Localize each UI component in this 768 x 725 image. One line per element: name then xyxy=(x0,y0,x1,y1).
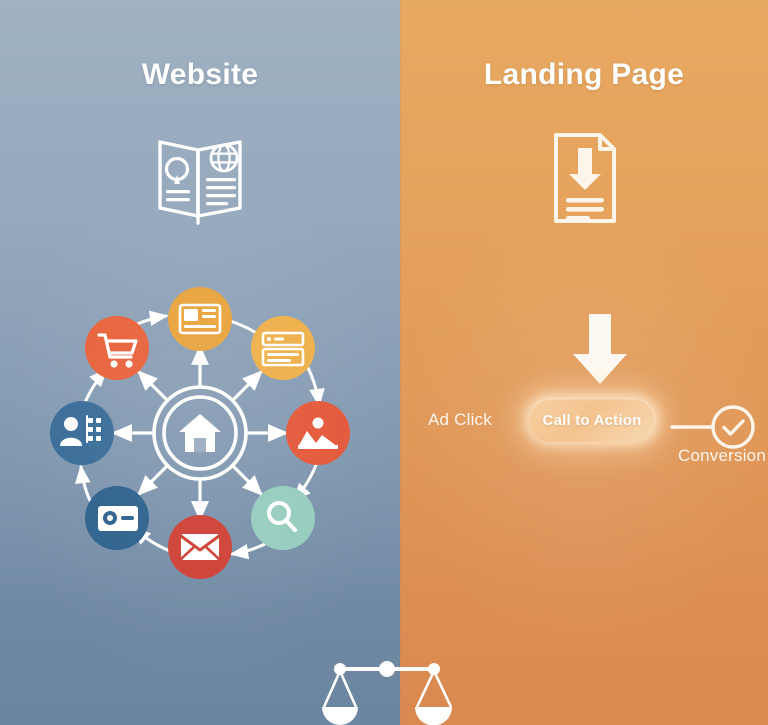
home-icon xyxy=(179,414,221,452)
website-hub-diagram xyxy=(48,285,352,579)
hub-node-article[interactable] xyxy=(168,287,232,351)
conversion-funnel: Ad Click Call to Action Conversion xyxy=(400,398,768,465)
arrow-down-icon xyxy=(565,310,635,393)
call-to-action-label: Call to Action xyxy=(542,411,642,429)
brochure-globe-icon xyxy=(148,128,252,233)
check-circle-icon xyxy=(670,402,762,457)
hub-node-media[interactable] xyxy=(85,486,149,550)
website-panel-title: Website xyxy=(141,58,259,91)
hub-node-email[interactable] xyxy=(168,515,232,579)
landing-page-panel-title: Landing Page xyxy=(483,58,685,91)
panel-divider xyxy=(400,0,401,725)
hub-node-search[interactable] xyxy=(251,486,315,550)
hub-inner-ring xyxy=(162,395,238,471)
hub-node-social[interactable] xyxy=(50,401,114,465)
call-to-action-button[interactable]: Call to Action xyxy=(528,398,656,442)
hub-node-commerce[interactable] xyxy=(85,316,149,380)
balance-scale-icon xyxy=(322,655,453,725)
landing-page-panel: Landing Page Ad Click Cal xyxy=(400,0,768,725)
ad-click-label: Ad Click xyxy=(428,410,492,429)
hub-node-webpage[interactable] xyxy=(251,316,315,380)
download-document-icon xyxy=(544,130,624,231)
website-panel: Website xyxy=(0,0,400,725)
hub-outer-ring xyxy=(152,385,248,481)
conversion-label: Conversion xyxy=(678,446,766,465)
hub-node-gallery[interactable] xyxy=(286,401,350,465)
